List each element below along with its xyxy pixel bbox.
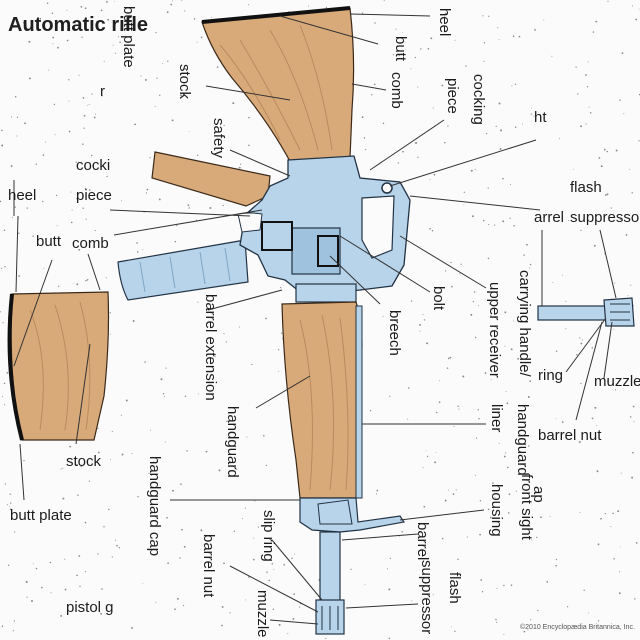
right-suppressor-slots (610, 303, 630, 321)
label-handguard-cap: handguard cap (146, 456, 163, 557)
carrying-handle-window (361, 195, 395, 259)
main-stock (201, 7, 355, 166)
copyright-credit: ©2010 Encyclopædia Britannica, Inc. (520, 624, 635, 631)
label-ap-frag: ap (530, 486, 547, 503)
main-stock-grain (219, 24, 333, 151)
magazine (117, 239, 249, 301)
label-handguard-right: handguard (514, 404, 531, 476)
label-piece-left: piece (76, 187, 112, 204)
lower-barrel (319, 531, 341, 603)
label-butt-plate-left: butt plate (10, 507, 72, 524)
label-housing: housing (488, 484, 505, 537)
label-cocking-top: cocking (470, 74, 487, 125)
label-butt-plate-top: butt plate (120, 6, 137, 68)
label-suppressor-lower: suppressor (418, 560, 435, 635)
label-barrel-extension: barrel extension (202, 294, 219, 401)
label-stock-left: stock (66, 453, 102, 470)
label-heel-left: heel (8, 187, 37, 204)
bolt-detail (261, 221, 293, 251)
left-stock (10, 291, 110, 441)
label-handguard-mid: handguard (224, 406, 241, 478)
label-ht: ht (534, 109, 547, 126)
label-flash-top: flash (570, 179, 602, 196)
label-cocki-left: cocki (76, 157, 111, 174)
label-front-sight: front sight (518, 474, 535, 540)
label-barrel-lower: barrel (414, 522, 431, 561)
handguard (281, 301, 363, 499)
left-butt-plate (7, 293, 24, 441)
label-suppressor-top: suppressor (570, 209, 640, 226)
leader-lines (13, 13, 617, 625)
label-pistol-frag: pistol g (66, 599, 114, 616)
main-butt-plate (201, 6, 351, 24)
label-comb-left: comb (72, 235, 109, 252)
label-barrel-nut-lower: barrel nut (200, 534, 217, 598)
label-liner: liner (488, 404, 505, 433)
label-carrying-handle: carrying handle/ (516, 270, 533, 377)
diagram-title: Automatic rifle (8, 14, 149, 36)
label-upper-receiver: upper receiver (486, 282, 503, 378)
label-arrel-frag: arrel (534, 209, 565, 226)
handguard-grain (299, 314, 349, 491)
right-barrel (537, 305, 609, 321)
label-heel-top: heel (436, 8, 453, 37)
label-ring: ring (538, 367, 564, 384)
label-muzzle-right: muzzle (594, 373, 640, 390)
label-r-frag: r (100, 83, 105, 100)
label-safety: safety (210, 118, 227, 159)
label-butt-top: butt (392, 36, 409, 62)
label-slip-ring: slip ring (260, 510, 277, 562)
label-muzzle-lower: muzzle (254, 590, 271, 638)
handguard-liner (355, 305, 363, 499)
pistol-grip (151, 151, 271, 207)
label-flash-lower: flash (446, 572, 463, 604)
label-breech: breech (386, 310, 403, 356)
breech-detail (317, 235, 339, 267)
label-butt-left: butt (36, 233, 62, 250)
bolt-housing (291, 227, 341, 275)
label-comb-top: comb (388, 72, 405, 109)
front-sight-post (317, 499, 353, 525)
label-barrel-nut-right: barrel nut (538, 427, 602, 444)
front-sight-housing (299, 497, 406, 533)
magazine-ribs (139, 247, 231, 293)
barrel-collar (295, 283, 357, 303)
sight-ring (381, 182, 393, 194)
lower-suppressor-slots (321, 606, 339, 630)
left-stock-grain (29, 301, 91, 431)
label-bolt: bolt (430, 286, 447, 311)
label-piece-top: piece (444, 78, 461, 114)
label-stock-top: stock (176, 64, 193, 100)
